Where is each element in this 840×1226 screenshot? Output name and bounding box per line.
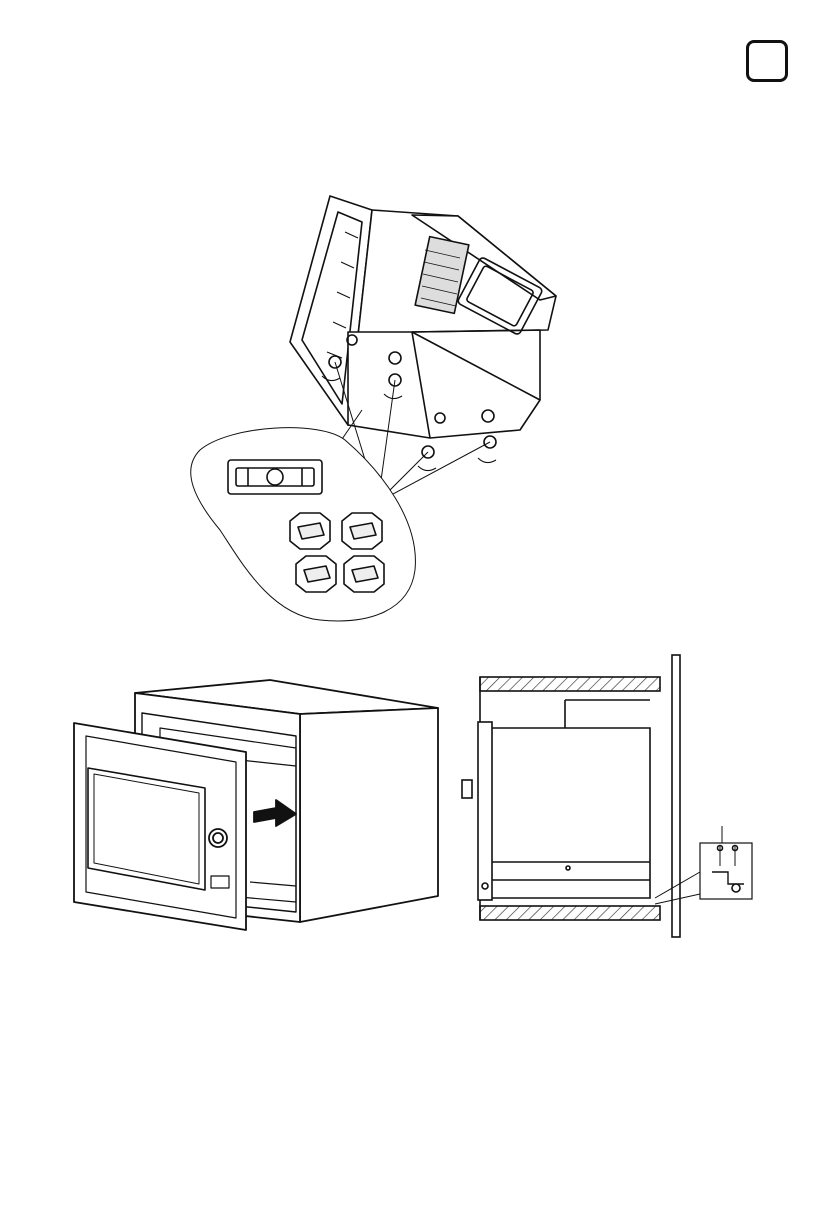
side-section-bracket-icon: [462, 655, 752, 937]
oven-underside-feet-icon: [191, 196, 556, 621]
slide-into-cabinet-icon: [74, 680, 438, 930]
